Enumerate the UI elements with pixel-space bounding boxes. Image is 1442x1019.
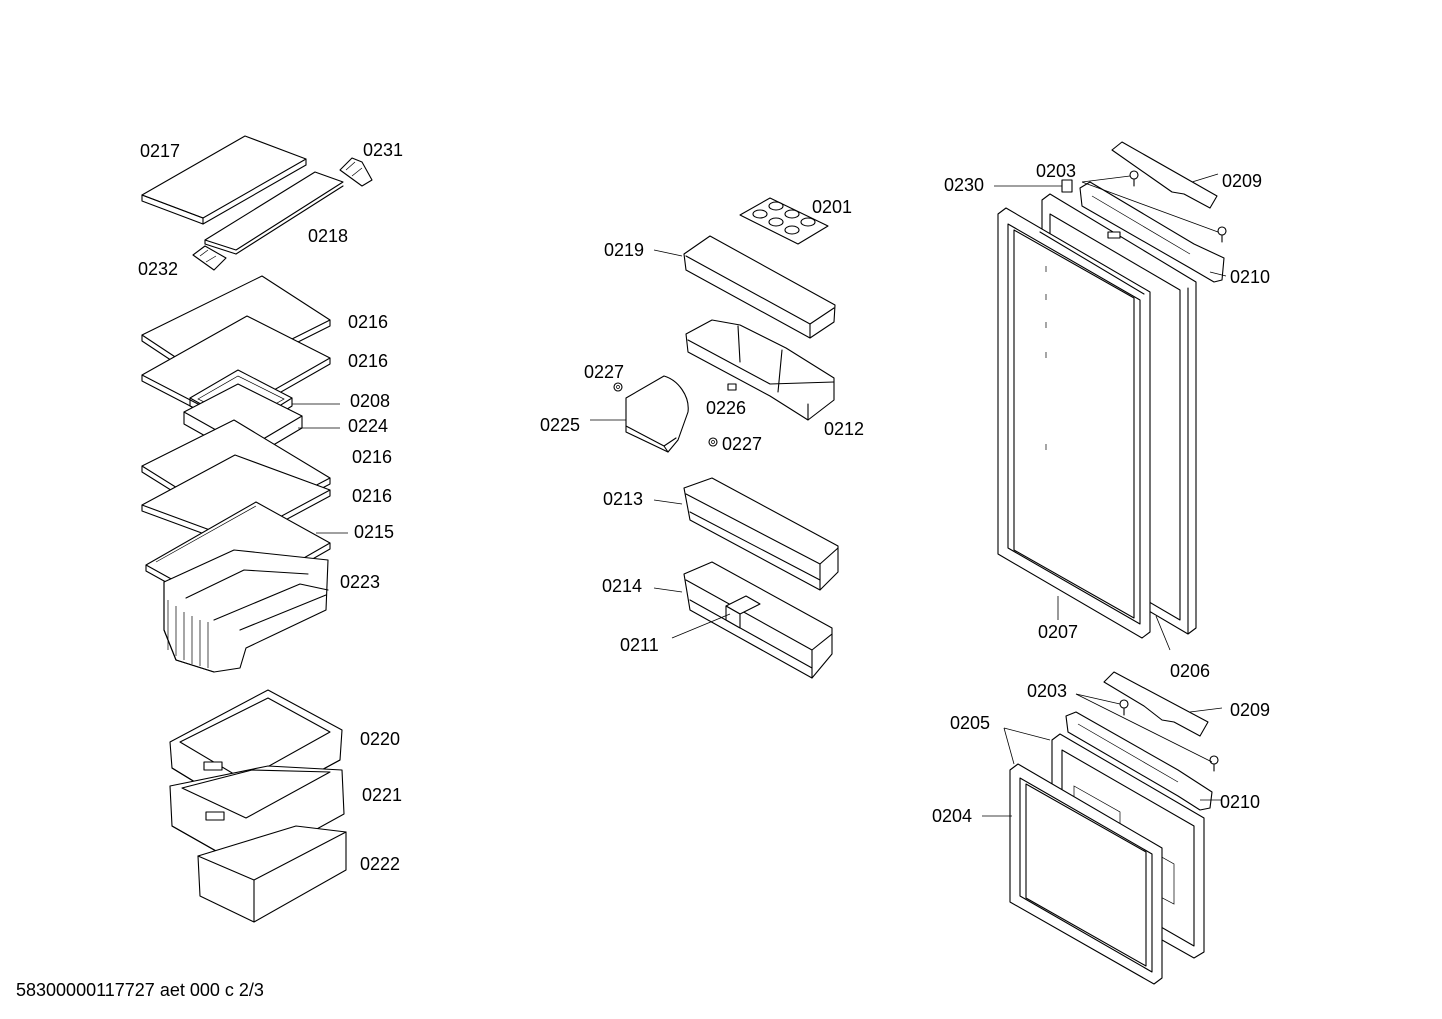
door-shelf-0214 — [683, 561, 833, 679]
label-0206: 0206 — [1170, 661, 1210, 681]
flap-0225 — [625, 375, 689, 453]
label-0216-3: 0216 — [352, 447, 392, 467]
pin-0226 — [727, 383, 737, 391]
label-0221: 0221 — [362, 785, 402, 805]
label-0227-1: 0227 — [584, 362, 624, 382]
middle-leaders — [590, 249, 731, 639]
door-shelf-0219 — [683, 235, 836, 339]
glass-shelf-0218 — [204, 171, 344, 255]
hinge-bracket-0210-top — [1079, 181, 1225, 283]
label-0201: 0201 — [812, 197, 852, 217]
label-0227-2: 0227 — [722, 434, 762, 454]
label-0203-1: 0203 — [1036, 161, 1076, 181]
label-0215: 0215 — [354, 522, 394, 542]
shelf-clip-0231 — [339, 157, 373, 187]
label-0231: 0231 — [363, 140, 403, 160]
right-leaders — [982, 173, 1227, 817]
label-0205: 0205 — [950, 713, 990, 733]
label-0212: 0212 — [824, 419, 864, 439]
label-0216-4: 0216 — [352, 486, 392, 506]
label-0218: 0218 — [308, 226, 348, 246]
clip-0230 — [1061, 179, 1073, 193]
drawing-reference-footer: 58300000117727 aet 000 c 2/3 — [16, 980, 264, 1000]
drawer-0221 — [169, 765, 345, 869]
label-0208: 0208 — [350, 391, 390, 411]
hinge-cover-0209-bottom — [1103, 671, 1209, 737]
screw-0227-bottom — [708, 437, 718, 447]
label-0210-2: 0210 — [1220, 792, 1260, 812]
door-shelf-0213 — [683, 477, 839, 591]
divider-0211 — [725, 595, 761, 629]
label-0209-1: 0209 — [1222, 171, 1262, 191]
door-shelf-0212 — [685, 319, 835, 421]
label-0216-2: 0216 — [348, 351, 388, 371]
label-0214: 0214 — [602, 576, 642, 596]
label-0217: 0217 — [140, 141, 180, 161]
label-0225: 0225 — [540, 415, 580, 435]
egg-tray-0201 — [739, 197, 829, 245]
label-0224: 0224 — [348, 416, 388, 436]
screws-0203-top — [1129, 170, 1227, 243]
label-0226: 0226 — [706, 398, 746, 418]
shelf-clip-0232 — [192, 245, 227, 271]
label-0207: 0207 — [1038, 622, 1078, 642]
glass-shelf-0217 — [141, 135, 307, 225]
freezer-gasket-0204 — [1009, 763, 1163, 985]
label-0232: 0232 — [138, 259, 178, 279]
label-0216-1: 0216 — [348, 312, 388, 332]
part-labels: 0217 0231 0218 0232 0216 0216 0208 0224 … — [138, 140, 1270, 874]
label-0219: 0219 — [604, 240, 644, 260]
label-0222: 0222 — [360, 854, 400, 874]
label-0223: 0223 — [340, 572, 380, 592]
label-0210-1: 0210 — [1230, 267, 1270, 287]
hinge-bracket-0210-bottom — [1065, 711, 1213, 811]
label-0211: 0211 — [620, 635, 659, 655]
door-gasket-0207 — [997, 207, 1151, 639]
label-0220: 0220 — [360, 729, 400, 749]
label-0209-2: 0209 — [1230, 700, 1270, 720]
label-0203-2: 0203 — [1027, 681, 1067, 701]
label-0204: 0204 — [932, 806, 972, 826]
drawer-0222 — [197, 825, 347, 923]
label-0230: 0230 — [944, 175, 984, 195]
left-leaders — [292, 403, 348, 534]
screw-0227-top — [613, 382, 623, 392]
vegetable-bin-0223 — [163, 549, 329, 673]
hinge-cover-0209-top — [1111, 141, 1218, 209]
label-0213: 0213 — [603, 489, 643, 509]
